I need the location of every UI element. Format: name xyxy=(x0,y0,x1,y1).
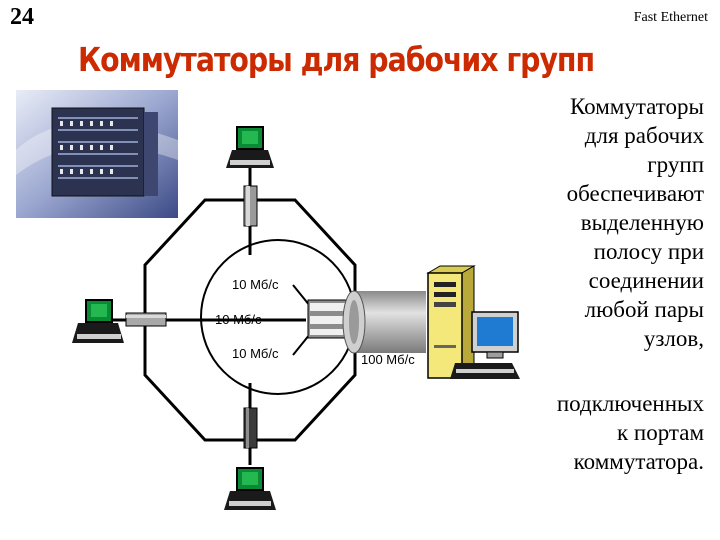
port-label-1: 10 Мб/с xyxy=(232,277,279,292)
description-line: обеспечивают xyxy=(566,181,704,206)
description-line: групп xyxy=(647,152,704,177)
workstation-top xyxy=(226,126,274,168)
description-line: для рабочих xyxy=(584,123,704,148)
description-line: к портам xyxy=(616,420,704,445)
slide-title: Коммутаторы для рабочих групп xyxy=(78,40,595,79)
header-course-title: Fast Ethernet xyxy=(633,10,708,25)
link-bottom xyxy=(243,383,258,465)
port-label-2: 10 Мб/с xyxy=(215,312,262,327)
switch-chassis-photo xyxy=(16,90,178,218)
description-line: полосу при xyxy=(593,239,704,264)
uplink-label: 100 Мб/с xyxy=(361,352,415,367)
description-line: подключенных xyxy=(556,391,704,416)
link-top xyxy=(243,168,258,255)
switch-port-block xyxy=(307,299,349,339)
port-lines xyxy=(292,284,311,356)
server-tower xyxy=(426,265,476,379)
server-monitor xyxy=(450,311,520,379)
octagon-boundary xyxy=(143,198,357,442)
description-line: Коммутаторы xyxy=(569,94,704,119)
description-line: соединении xyxy=(588,268,704,293)
description-line: коммутатора. xyxy=(573,449,704,474)
workstation-bottom xyxy=(224,467,276,510)
description-line: любой пары xyxy=(584,297,704,322)
workstation-left xyxy=(72,299,124,343)
description-line: выделенную xyxy=(580,210,704,235)
link-left xyxy=(110,312,306,327)
port-label-3: 10 Мб/с xyxy=(232,346,279,361)
description-text: Коммутаторы для рабочих групп обеспечива… xyxy=(474,92,704,476)
slide-number: 24 xyxy=(10,4,34,30)
uplink-cable xyxy=(342,290,426,354)
description-line: узлов, xyxy=(643,326,704,351)
